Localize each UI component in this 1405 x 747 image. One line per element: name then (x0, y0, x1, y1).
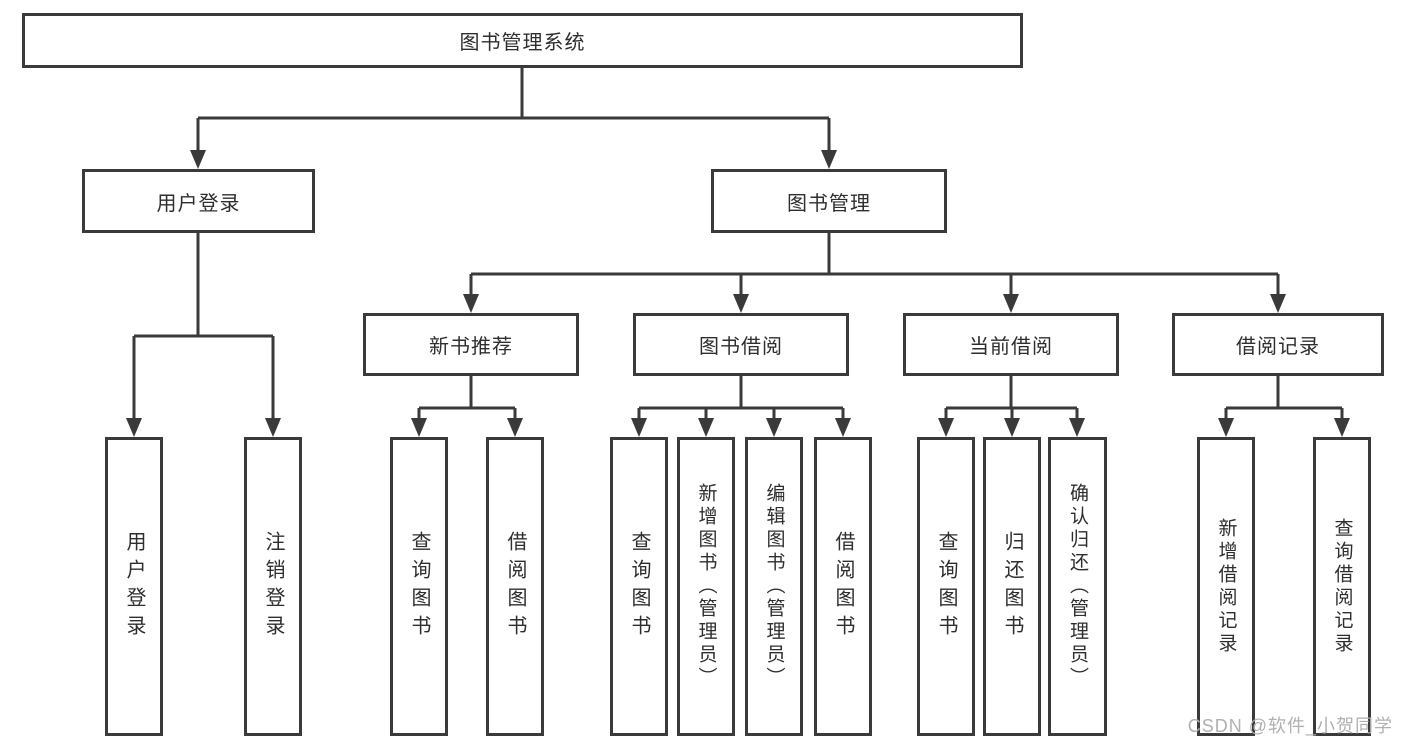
leaf-logout: 注销登录 (244, 437, 302, 736)
node-user-login: 用户登录 (82, 169, 315, 233)
node-label: 借阅记录 (1236, 336, 1320, 358)
node-label: 新增借阅记录 (1215, 517, 1237, 656)
node-borrow-records: 借阅记录 (1172, 313, 1384, 376)
node-library-management-system: 图书管理系统 (22, 13, 1023, 68)
node-label: 用户登录 (156, 192, 241, 215)
node-label: 借阅图书 (832, 530, 854, 643)
leaf-borrow-books: 借阅图书 (814, 437, 872, 736)
node-label: 图书管理 (787, 192, 871, 215)
node-new-book-recommend: 新书推荐 (363, 313, 579, 376)
leaf-borrow-books: 借阅图书 (486, 437, 544, 736)
leaf-add-books-admin: 新增图书（管理员） (677, 437, 735, 736)
node-label: 借阅图书 (504, 530, 526, 643)
node-label: 图书借阅 (699, 336, 783, 358)
node-label: 归还图书 (1001, 530, 1023, 643)
node-label: 用户登录 (123, 530, 145, 643)
node-label: 新增图书（管理员） (695, 483, 717, 690)
node-label: 查询图书 (408, 530, 430, 643)
node-label: 查询借阅记录 (1331, 517, 1353, 656)
node-current-borrow: 当前借阅 (903, 313, 1119, 376)
node-label: 查询图书 (935, 530, 957, 643)
leaf-add-borrow-record: 新增借阅记录 (1197, 437, 1255, 736)
node-book-borrow: 图书借阅 (633, 313, 849, 376)
csdn-watermark: CSDN @软件_小贺同学 (1187, 716, 1393, 736)
leaf-edit-books-admin: 编辑图书（管理员） (745, 437, 803, 736)
leaf-query-books: 查询图书 (917, 437, 975, 736)
leaf-query-books: 查询图书 (390, 437, 448, 736)
node-label: 当前借阅 (969, 336, 1053, 358)
node-label: 新书推荐 (429, 336, 513, 358)
node-label: 编辑图书（管理员） (763, 483, 785, 690)
leaf-confirm-return-admin: 确认归还（管理员） (1048, 437, 1107, 736)
node-label: 注销登录 (262, 530, 284, 643)
leaf-query-borrow-record: 查询借阅记录 (1313, 437, 1371, 736)
leaf-user-login: 用户登录 (105, 437, 163, 736)
leaf-query-books: 查询图书 (610, 437, 668, 736)
node-book-management: 图书管理 (711, 169, 947, 233)
leaf-return-books: 归还图书 (983, 437, 1041, 736)
node-label: 查询图书 (628, 530, 650, 643)
node-label: 确认归还（管理员） (1067, 483, 1088, 690)
node-label: 图书管理系统 (459, 32, 586, 54)
